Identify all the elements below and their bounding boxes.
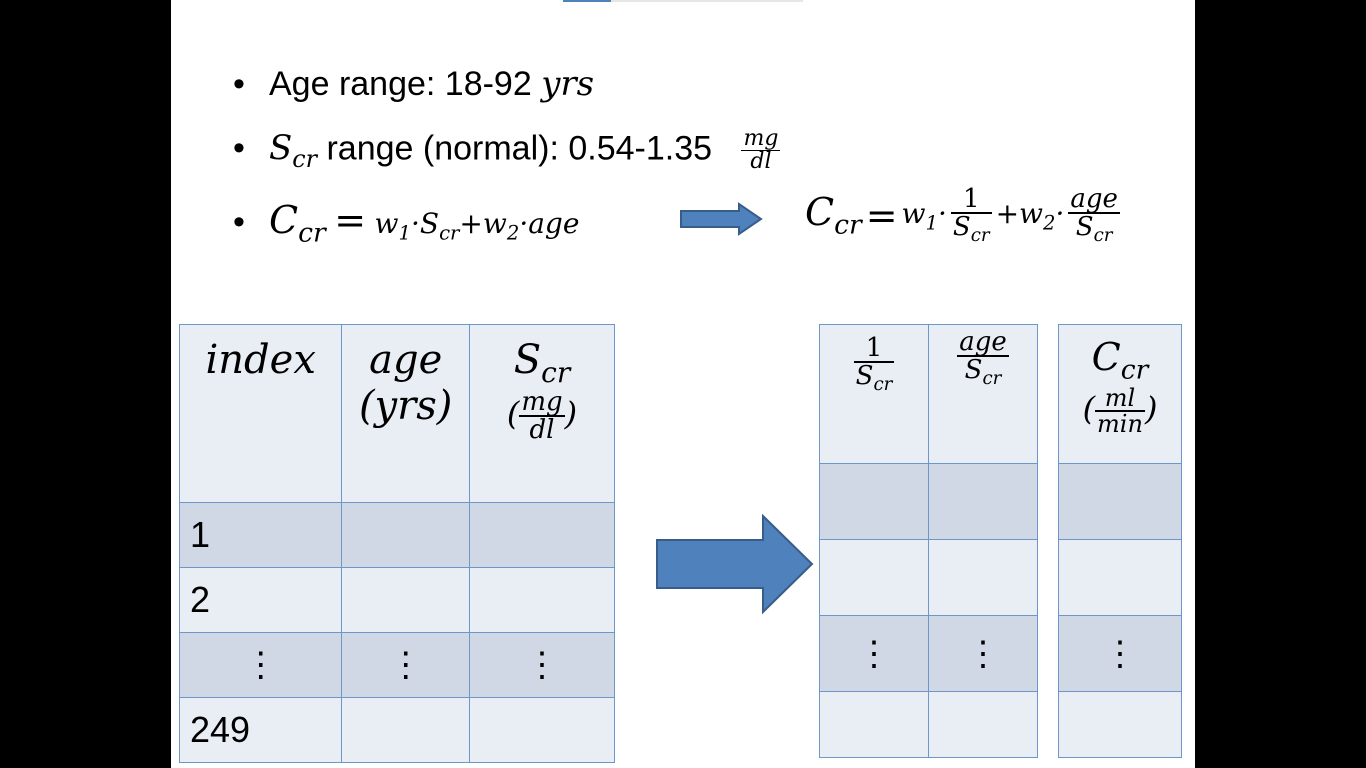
scr-cell xyxy=(469,697,615,763)
table-row: ⋮ ⋮ xyxy=(819,615,1038,692)
big-right-arrow-icon xyxy=(656,514,814,615)
table-row xyxy=(819,539,1038,616)
bullet-age-range: • Age range: 18-92 yrs xyxy=(233,64,594,104)
w1-term: w1· xyxy=(901,196,947,235)
table-row: ⋮ ⋮ ⋮ xyxy=(178,632,615,698)
index-cell: 2 xyxy=(178,567,343,633)
age-range-text: Age range: 18-92 xyxy=(269,65,532,103)
ccr-lhs: Ccr xyxy=(269,198,326,249)
w2-term: +w2· xyxy=(995,196,1065,235)
vertical-ellipsis: ⋮ xyxy=(819,615,929,692)
header-age: age (yrs) xyxy=(341,324,470,503)
top-bar xyxy=(563,0,803,2)
age-cell xyxy=(341,502,470,568)
table-row: ⋮ xyxy=(1058,615,1182,692)
bullet-dot: • xyxy=(233,203,245,241)
table-row: 1 xyxy=(178,502,615,568)
bullet-dot: • xyxy=(233,129,245,168)
table-row xyxy=(1058,691,1182,758)
scr-cell xyxy=(469,502,615,568)
index-cell: 1 xyxy=(178,502,343,568)
equals-sign-2: = xyxy=(865,193,898,238)
scr-symbol: Scr xyxy=(269,128,318,174)
linear-formula: w1·Scr+w2·age xyxy=(374,207,580,245)
top-bar-accent xyxy=(563,0,611,2)
table-row: 2 xyxy=(178,567,615,633)
table-row xyxy=(1058,539,1182,616)
table-row xyxy=(1058,463,1182,540)
age-cell xyxy=(341,567,470,633)
vertical-ellipsis: ⋮ xyxy=(928,615,1038,692)
scr-range-text: range (normal): 0.54-1.35 xyxy=(326,129,713,168)
slide: • Age range: 18-92 yrs • Scr range (normal… xyxy=(171,0,1195,768)
vertical-ellipsis: ⋮ xyxy=(1058,615,1182,692)
header-index: index xyxy=(178,324,343,503)
vertical-ellipsis: ⋮ xyxy=(178,632,343,698)
vertical-ellipsis: ⋮ xyxy=(469,632,615,698)
table-row: 249 xyxy=(178,697,615,763)
age-cell xyxy=(341,697,470,763)
vertical-ellipsis: ⋮ xyxy=(341,632,470,698)
small-right-arrow-icon xyxy=(680,202,763,236)
bullet-ccr-formula: • Ccr = w1·Scr+w2·age xyxy=(233,198,579,249)
ccr-lhs-2: Ccr xyxy=(805,190,862,241)
index-cell: 249 xyxy=(178,697,343,763)
table-row xyxy=(819,463,1038,540)
table-row xyxy=(819,691,1038,758)
age-unit: yrs xyxy=(541,64,595,104)
bullet-dot: • xyxy=(233,65,245,103)
equals-sign: = xyxy=(334,198,367,242)
scr-cell xyxy=(469,567,615,633)
